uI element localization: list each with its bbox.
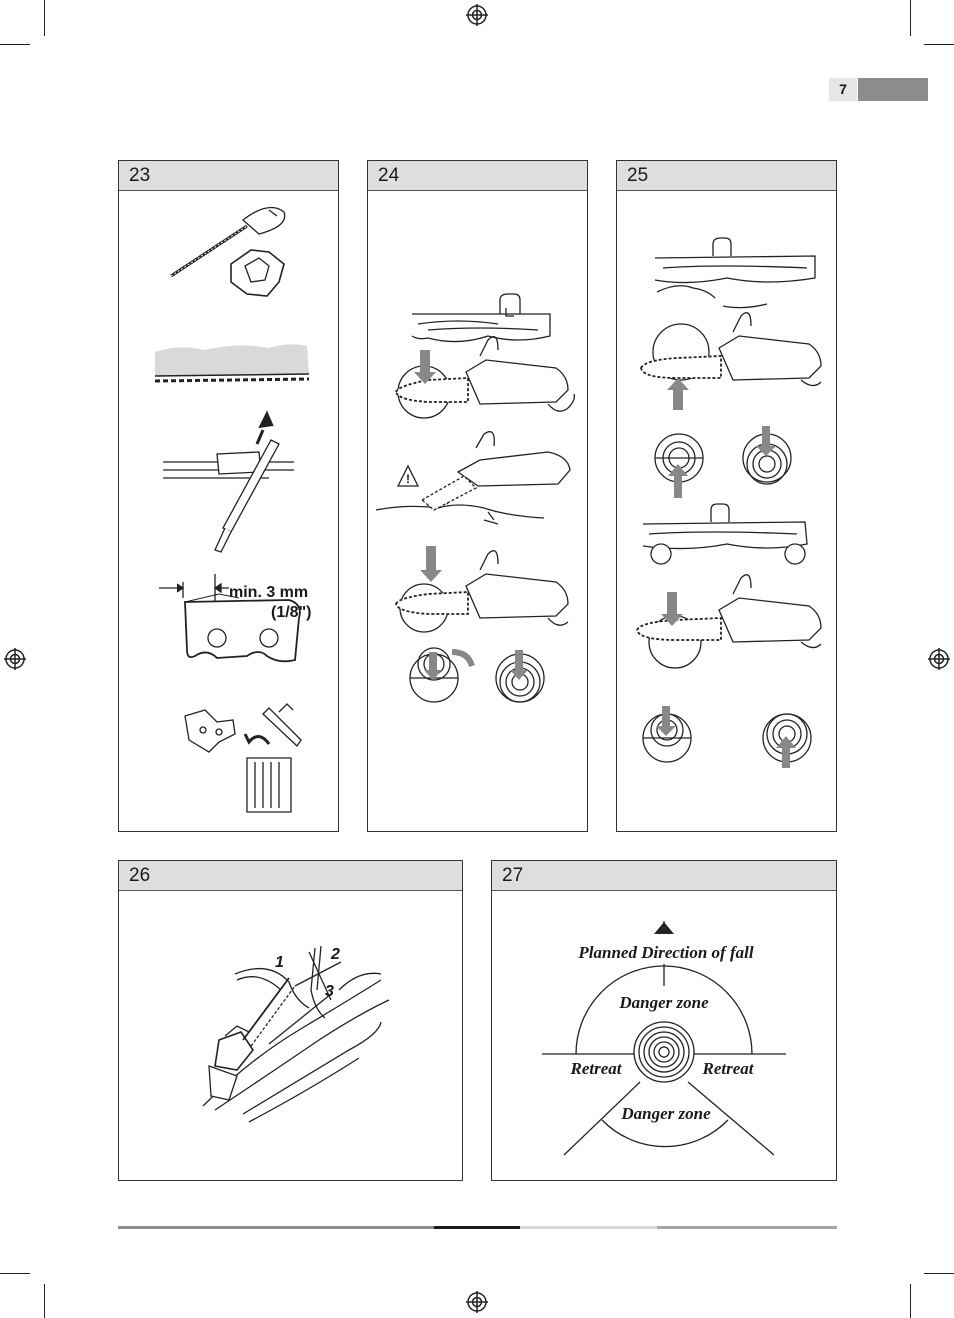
- figure-23-illustration: min. 3 mm (1/8"): [154, 206, 311, 813]
- arrow-up-icon: [654, 922, 674, 934]
- cut-label-3: 3: [325, 983, 334, 1000]
- chainsaw-icon: [640, 312, 822, 410]
- crop-mark: [44, 1284, 45, 1318]
- footer-rule-segment: [434, 1226, 520, 1229]
- file-guide-icon: [230, 249, 285, 297]
- log-cross-section-left: [642, 706, 692, 763]
- crop-mark: [0, 44, 30, 45]
- trash-bin-icon: [184, 703, 302, 813]
- figure-26-illustration: 1 2 3: [202, 945, 390, 1123]
- danger-zone-arc-top: [575, 965, 753, 1055]
- footer-rule-segment: [657, 1226, 837, 1229]
- footer-rule-segment: [118, 1226, 434, 1229]
- figure-24-panel: 24: [367, 160, 588, 832]
- warning-symbol: !: [406, 472, 410, 486]
- crop-mark: [44, 0, 45, 36]
- warning-triangle-icon: [396, 464, 420, 487]
- figure-26-panel: 26: [118, 860, 463, 1181]
- figure-number: 27: [492, 861, 836, 891]
- figure-number: 24: [368, 161, 587, 191]
- registration-mark-icon: [466, 4, 488, 26]
- cut-label-1: 1: [275, 954, 284, 971]
- chainsaw-icon: [395, 336, 576, 419]
- log-icon: [411, 293, 551, 343]
- crop-mark: [0, 1273, 30, 1274]
- boundary-line-right: [687, 1081, 775, 1156]
- crop-mark: [924, 44, 954, 45]
- log-cross-section-right: [495, 650, 545, 703]
- figure-27-panel: 27 Planned Direction of fall Danger zone…: [491, 860, 837, 1181]
- footer-rule-segment: [520, 1226, 657, 1229]
- kickback-scene: [375, 431, 571, 525]
- boundary-line-left: [563, 1081, 641, 1156]
- saw-chain-icon: [154, 344, 310, 377]
- crop-mark: [924, 1273, 954, 1274]
- round-file-icon: [170, 206, 286, 278]
- direction-of-fall-label: Planned Direction of fall: [577, 943, 753, 962]
- crop-mark: [910, 0, 911, 36]
- figure-number: 23: [119, 161, 338, 191]
- filing-detail-icon: [163, 410, 294, 553]
- figure-number: 25: [617, 161, 836, 191]
- registration-mark-icon: [466, 1291, 488, 1313]
- log-icon: [654, 237, 816, 309]
- danger-zone-bottom-label: Danger zone: [620, 1104, 711, 1123]
- page-number-badge: 7: [829, 78, 928, 101]
- registration-mark-icon: [928, 648, 950, 670]
- min-depth-label: min. 3 mm: [229, 584, 308, 601]
- log-cross-section-left: [654, 433, 704, 498]
- figure-24-illustration: !: [375, 293, 576, 703]
- danger-zone-top-label: Danger zone: [618, 993, 709, 1012]
- felling-diagram: Planned Direction of fall Danger zone Re…: [542, 921, 786, 1156]
- log-on-supports: [642, 503, 808, 565]
- min-depth-inch-label: (1/8"): [271, 604, 311, 621]
- chainsaw-icon: [395, 546, 569, 633]
- retreat-right-label: Retreat: [702, 1059, 755, 1078]
- cut-label-2: 2: [330, 946, 340, 963]
- chain-links: [154, 377, 310, 383]
- figure-25-illustration: [636, 237, 822, 768]
- log-cross-section-right: [762, 713, 812, 768]
- registration-mark-icon: [4, 648, 26, 670]
- retreat-left-label: Retreat: [570, 1059, 623, 1078]
- page-tab-bar: [858, 78, 928, 101]
- log-cross-section-right: [742, 426, 792, 485]
- figure-number: 26: [119, 861, 462, 891]
- chainsaw-icon: [208, 977, 296, 1101]
- cut-lines: [268, 951, 342, 1045]
- figure-23-panel: 23: [118, 160, 339, 832]
- page-number: 7: [829, 78, 857, 101]
- danger-zone-arc-bottom: [601, 1119, 729, 1148]
- crop-mark: [910, 1284, 911, 1318]
- tree-stump-icon: [633, 1021, 695, 1083]
- figure-25-panel: 25: [616, 160, 837, 832]
- branch-icon: [202, 945, 390, 1123]
- cutter-tooth-icon: [159, 574, 301, 663]
- chainsaw-icon: [636, 574, 822, 669]
- log-cross-section-left: [409, 647, 475, 703]
